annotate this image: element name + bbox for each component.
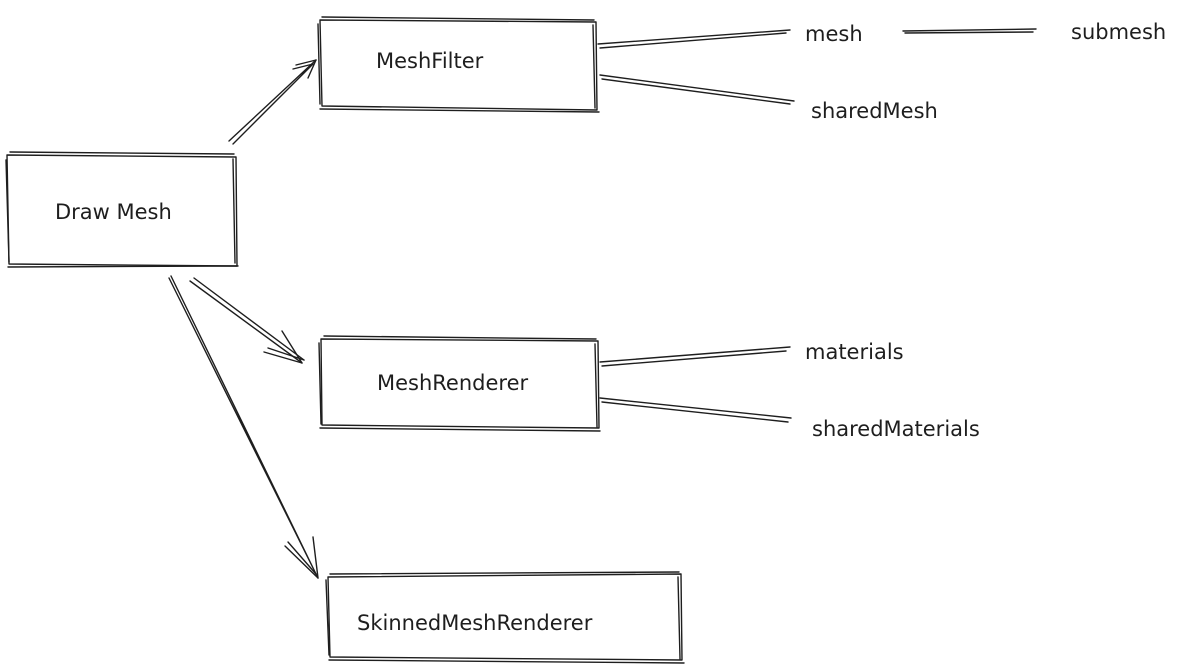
node-mesh-renderer-label: MeshRenderer xyxy=(377,371,529,395)
link-mesh-renderer-to-materials xyxy=(599,346,791,367)
node-skinned-mesh-renderer-label: SkinnedMeshRenderer xyxy=(357,611,593,635)
node-mesh-filter[interactable]: MeshFilter xyxy=(317,16,600,113)
arrow-draw-mesh-to-skinned-mesh-renderer xyxy=(168,275,319,579)
property-shared-materials[interactable]: sharedMaterials xyxy=(812,417,980,441)
node-mesh-filter-label: MeshFilter xyxy=(376,49,484,73)
link-mesh-to-submesh xyxy=(902,28,1037,34)
node-draw-mesh[interactable]: Draw Mesh xyxy=(5,151,239,268)
arrow-draw-mesh-to-mesh-renderer xyxy=(189,277,305,364)
node-mesh-renderer[interactable]: MeshRenderer xyxy=(318,335,601,432)
link-mesh-filter-to-mesh xyxy=(597,29,791,49)
node-skinned-mesh-renderer[interactable]: SkinnedMeshRenderer xyxy=(325,571,685,664)
arrow-draw-mesh-to-mesh-filter xyxy=(228,59,317,145)
node-draw-mesh-label: Draw Mesh xyxy=(55,200,172,224)
property-mesh[interactable]: mesh xyxy=(805,22,863,46)
link-mesh-filter-to-shared-mesh xyxy=(599,74,795,105)
link-mesh-renderer-to-shared-materials xyxy=(599,397,792,423)
property-submesh[interactable]: submesh xyxy=(1071,20,1166,44)
property-shared-mesh[interactable]: sharedMesh xyxy=(811,99,938,123)
property-materials[interactable]: materials xyxy=(805,340,904,364)
